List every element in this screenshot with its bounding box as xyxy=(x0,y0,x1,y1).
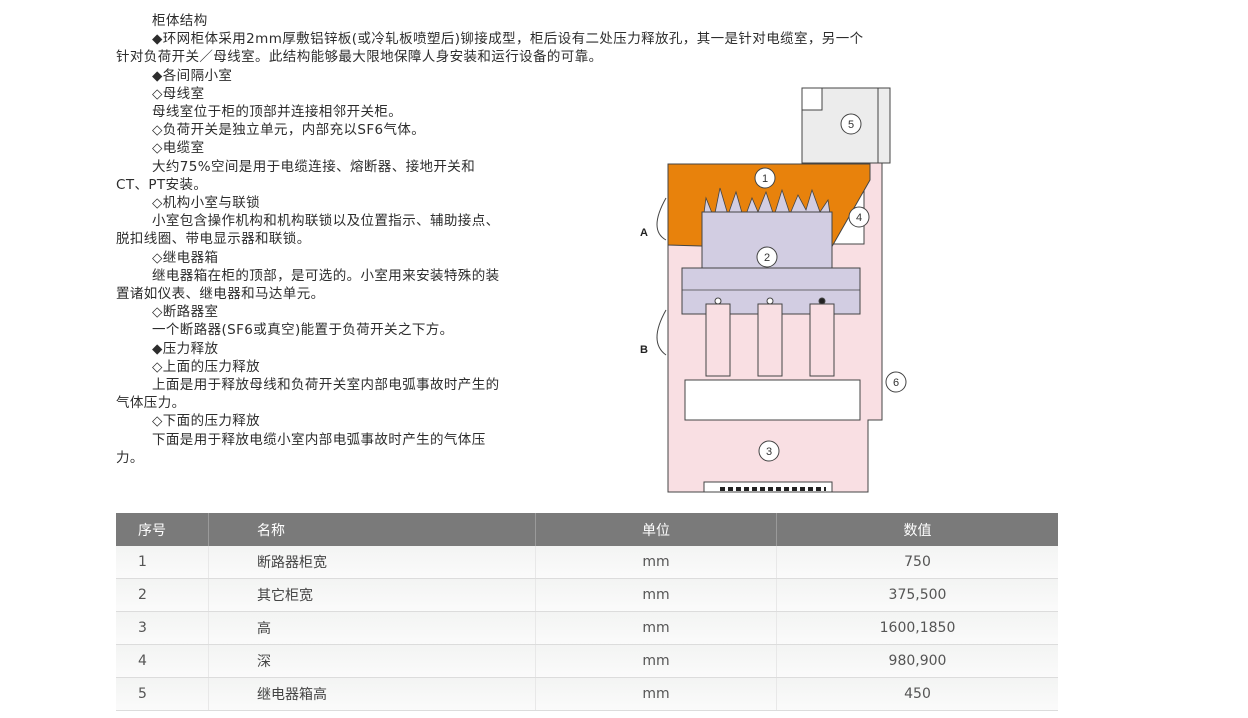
label-3: 3 xyxy=(766,446,772,458)
paragraph-line: 针对负荷开关／母线室。此结构能够最大限地保障人身安装和运行设备的可靠。 xyxy=(116,49,603,66)
label-circle-5 xyxy=(840,113,862,135)
upper-text: 上面是用于释放母线和负荷开关室内部电弧事故时产生的气体压力。 xyxy=(116,377,500,412)
cell-value: 980,900 xyxy=(776,644,1058,678)
lower-heading: ◇下面的压力释放 xyxy=(152,413,261,430)
cell-seq: 1 xyxy=(116,546,209,579)
cell-seq: 5 xyxy=(116,677,209,711)
mechanism-text: 小室包含操作机构和机构联锁以及位置指示、辅助接点、脱扣线圈、带电显示器和联锁。 xyxy=(116,213,500,248)
label-6: 6 xyxy=(893,377,899,389)
pressure-relief-b xyxy=(656,309,667,356)
cable-heading: ◇电缆室 xyxy=(152,140,205,157)
cell-seq: 3 xyxy=(116,611,209,645)
mechanism-heading: ◇机构小室与联锁 xyxy=(152,195,261,212)
fuse-tube xyxy=(809,303,835,377)
relay-text: 继电器箱在柜的顶部，是可选的。小室用来安装特殊的装置诸如仪表、继电器和马达单元。 xyxy=(116,267,500,303)
section-title: 柜体结构 xyxy=(152,13,208,29)
contact-point xyxy=(714,297,722,305)
label-circle-3 xyxy=(758,440,780,462)
table-row: 2 其它柜宽 mm 375,500 xyxy=(116,578,1058,612)
label-5: 5 xyxy=(848,119,854,131)
cell-name: 深 xyxy=(208,644,536,678)
cell-name: 断路器柜宽 xyxy=(208,546,536,579)
cell-unit: mm xyxy=(535,546,777,579)
label-1: 1 xyxy=(762,173,768,185)
loadswitch-text: ◇负荷开关是独立单元，内部充以SF6气体。 xyxy=(152,122,426,139)
cell-unit: mm xyxy=(535,611,777,645)
label-circle-6 xyxy=(885,371,907,393)
label-circle-2 xyxy=(756,246,778,268)
cell-value: 750 xyxy=(776,546,1058,579)
compartments-heading: ◆各间隔小室 xyxy=(152,67,233,84)
col-header-unit: 单位 xyxy=(535,513,777,546)
table-row: 5 继电器箱高 mm 450 xyxy=(116,677,1058,711)
paragraph-line: ◆环网柜体采用2mm厚敷铝锌板(或冷轧板喷塑后)铆接成型，柜后设有二处压力释放孔… xyxy=(152,31,864,48)
cell-value: 450 xyxy=(776,677,1058,711)
cell-value: 1600,1850 xyxy=(776,611,1058,645)
cell-unit: mm xyxy=(535,677,777,711)
busbar-text: 母线室位于柜的顶部并连接相邻开关柜。 xyxy=(152,104,403,121)
label-4: 4 xyxy=(856,212,862,224)
pressure-relief-a xyxy=(656,197,667,241)
cable-partition xyxy=(684,379,861,421)
dimension-table: 序号 名称 单位 数值 1 断路器柜宽 mm 750 2 其它柜宽 mm 375… xyxy=(116,513,1058,711)
table-row: 3 高 mm 1600,1850 xyxy=(116,611,1058,645)
upper-heading: ◇上面的压力释放 xyxy=(152,358,261,375)
col-header-name: 名称 xyxy=(208,513,536,546)
fuse-tube xyxy=(757,303,783,377)
cell-unit: mm xyxy=(535,578,777,612)
cell-seq: 2 xyxy=(116,578,209,612)
table-row: 1 断路器柜宽 mm 750 xyxy=(116,546,1058,579)
col-header-seq: 序号 xyxy=(116,513,209,546)
cell-name: 高 xyxy=(208,611,536,645)
cell-name: 其它柜宽 xyxy=(208,578,536,612)
table-header-row: 序号 名称 单位 数值 xyxy=(116,513,1058,546)
label-circle-1 xyxy=(754,167,776,189)
fuse-tube xyxy=(705,303,731,377)
cabinet-section-diagram: 5 1 2 4 6 3 A B xyxy=(640,87,907,493)
relay-heading: ◇继电器箱 xyxy=(152,249,219,266)
side-label-a: A xyxy=(640,227,648,239)
busbar-heading: ◇母线室 xyxy=(152,85,205,102)
structure-description: 柜体结构 ◆环网柜体采用2mm厚敷铝锌板(或冷轧板喷塑后)铆接成型，柜后设有二处… xyxy=(116,12,1076,467)
contact-point xyxy=(766,297,774,305)
cell-unit: mm xyxy=(535,644,777,678)
breaker-text: 一个断路器(SF6或真空)能置于负荷开关之下方。 xyxy=(152,322,454,339)
label-2: 2 xyxy=(764,252,770,264)
contact-point xyxy=(818,297,826,305)
cell-value: 375,500 xyxy=(776,578,1058,612)
relay-box-notch xyxy=(801,87,823,111)
breaker-heading: ◇断路器室 xyxy=(152,304,219,321)
lower-text: 下面是用于释放电缆小室内部电弧事故时产生的气体压力。 xyxy=(116,431,486,466)
cell-seq: 4 xyxy=(116,644,209,678)
pressure-heading: ◆压力释放 xyxy=(152,340,219,357)
side-label-b: B xyxy=(640,344,648,356)
label-circle-4 xyxy=(848,206,870,228)
table-row: 4 深 mm 980,900 xyxy=(116,644,1058,678)
cell-name: 继电器箱高 xyxy=(208,677,536,711)
cable-text: 大约75%空间是用于电缆连接、熔断器、接地开关和CT、PT安装。 xyxy=(116,158,476,193)
col-header-value: 数值 xyxy=(776,513,1058,546)
